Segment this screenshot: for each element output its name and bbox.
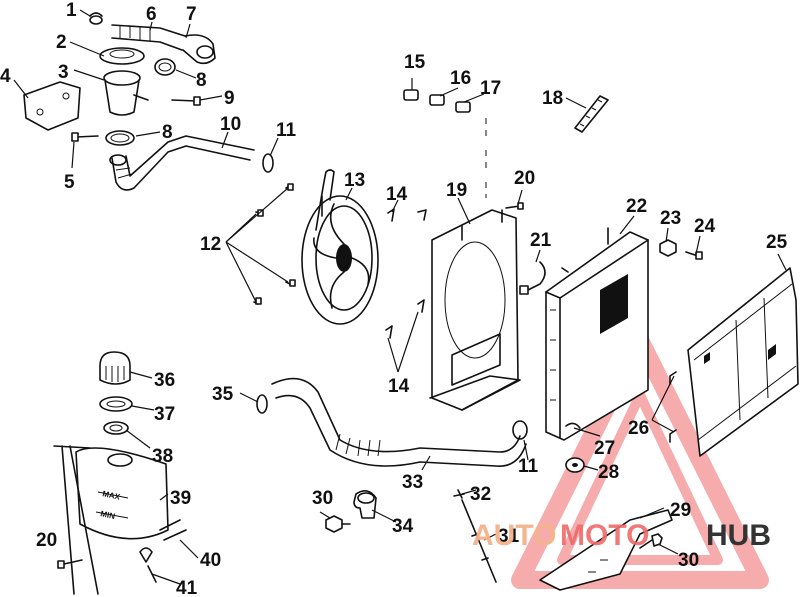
part-38-seal	[103, 421, 129, 435]
callout-33: 33	[402, 472, 423, 493]
part-23-nut	[659, 239, 677, 257]
callout-19: 19	[446, 180, 467, 201]
callout-5: 5	[64, 172, 75, 193]
part-14-clips	[385, 208, 427, 339]
callout-7: 7	[186, 4, 197, 25]
callout-39: 39	[170, 488, 191, 509]
callout-11b: 11	[518, 456, 539, 477]
callout-27: 27	[594, 438, 615, 459]
part-24-screw	[685, 251, 703, 260]
callout-36: 36	[154, 370, 175, 391]
callout-6: 6	[146, 4, 157, 25]
callout-31: 31	[498, 526, 520, 547]
callout-23: 23	[660, 208, 681, 229]
callout-10: 10	[220, 114, 241, 135]
part-13-cooling-fan	[301, 169, 379, 325]
callout-40: 40	[200, 550, 221, 571]
callout-41: 41	[176, 578, 198, 597]
min-marking: MIN	[100, 509, 116, 521]
callout-22: 22	[626, 196, 647, 217]
callout-35: 35	[212, 384, 234, 405]
callout-14b: 14	[388, 376, 410, 397]
callout-1: 1	[66, 0, 77, 21]
part-30-screw	[325, 515, 351, 533]
part-39-coolant-reservoir: MAX MIN	[53, 445, 169, 595]
callout-30: 30	[312, 488, 333, 509]
part-10-lower-hose	[109, 135, 255, 191]
callout-29: 29	[670, 500, 691, 521]
part-36-reservoir-cap	[99, 351, 131, 385]
part-41-clamp	[139, 547, 157, 583]
callout-8: 8	[196, 70, 207, 91]
callout-9: 9	[224, 88, 235, 109]
callout-32: 32	[470, 484, 491, 505]
part-5-screw	[71, 132, 99, 142]
part-28-grommet	[565, 457, 585, 473]
callout-13: 13	[344, 170, 365, 191]
part-9-screw	[171, 96, 201, 106]
part-18-strip	[574, 95, 609, 133]
callout-11: 11	[276, 120, 297, 141]
part-29-bracket	[539, 509, 673, 591]
callout-38: 38	[152, 446, 173, 467]
part-31-rod	[461, 499, 497, 583]
part-15-spacer	[403, 89, 419, 101]
callout-17: 17	[480, 78, 501, 99]
part-8-clamp	[154, 58, 176, 76]
part-25-screen	[687, 267, 799, 457]
part-7-hose-elbow	[182, 34, 216, 65]
callout-28: 28	[598, 462, 619, 483]
callout-4: 4	[0, 66, 11, 87]
part-17-spacer	[455, 101, 471, 113]
watermark-hub: HUB	[706, 519, 771, 552]
watermark-auto: AUTO	[472, 519, 556, 552]
part-11b-clamp	[512, 420, 528, 440]
callout-14: 14	[386, 184, 408, 205]
part-2-radiator-cap	[99, 47, 145, 65]
part-30b-screw	[639, 533, 663, 549]
part-35-clamp	[256, 394, 268, 414]
part-22-radiator	[545, 227, 649, 441]
callout-25: 25	[766, 232, 788, 253]
part-21-sensor-wire	[519, 261, 546, 295]
leader-lines	[13, 9, 787, 585]
part-19-fan-shroud	[429, 209, 521, 411]
callout-37: 37	[154, 404, 175, 425]
part-1-clamp	[89, 12, 103, 25]
callout-12: 12	[200, 234, 221, 255]
watermark-moto: MOTO	[560, 519, 649, 552]
part-3-filler-neck	[103, 70, 149, 116]
callout-2: 2	[56, 32, 67, 53]
part-12-screws	[253, 183, 296, 305]
callout-26: 26	[628, 418, 649, 439]
callout-3: 3	[58, 62, 69, 83]
callout-24: 24	[694, 216, 716, 237]
watermark-logo: AUTO MOTO HUB	[472, 519, 771, 552]
callout-8b: 8	[162, 122, 173, 143]
callout-30b: 30	[678, 550, 699, 571]
part-20b-screw	[57, 559, 83, 569]
part-20-screw	[505, 202, 524, 210]
part-16-spacer	[429, 94, 445, 106]
max-marking: MAX	[102, 489, 122, 502]
callout-20b: 20	[36, 530, 57, 551]
callout-20: 20	[514, 168, 535, 189]
callout-21: 21	[530, 230, 552, 251]
part-8b-clamp	[105, 130, 135, 146]
part-34-elbow	[353, 490, 377, 519]
part-6-upper-hose	[111, 24, 186, 51]
part-4-bracket	[23, 81, 81, 131]
part-27-grommet	[565, 422, 581, 429]
callout-18: 18	[542, 88, 563, 109]
callout-15: 15	[404, 52, 426, 73]
part-37-gasket	[99, 396, 133, 412]
part-11-clamp	[262, 153, 274, 173]
part-33-lower-hose	[271, 377, 527, 467]
callout-16: 16	[450, 68, 471, 89]
part-40-hose	[159, 519, 187, 541]
callout-34: 34	[392, 516, 414, 537]
